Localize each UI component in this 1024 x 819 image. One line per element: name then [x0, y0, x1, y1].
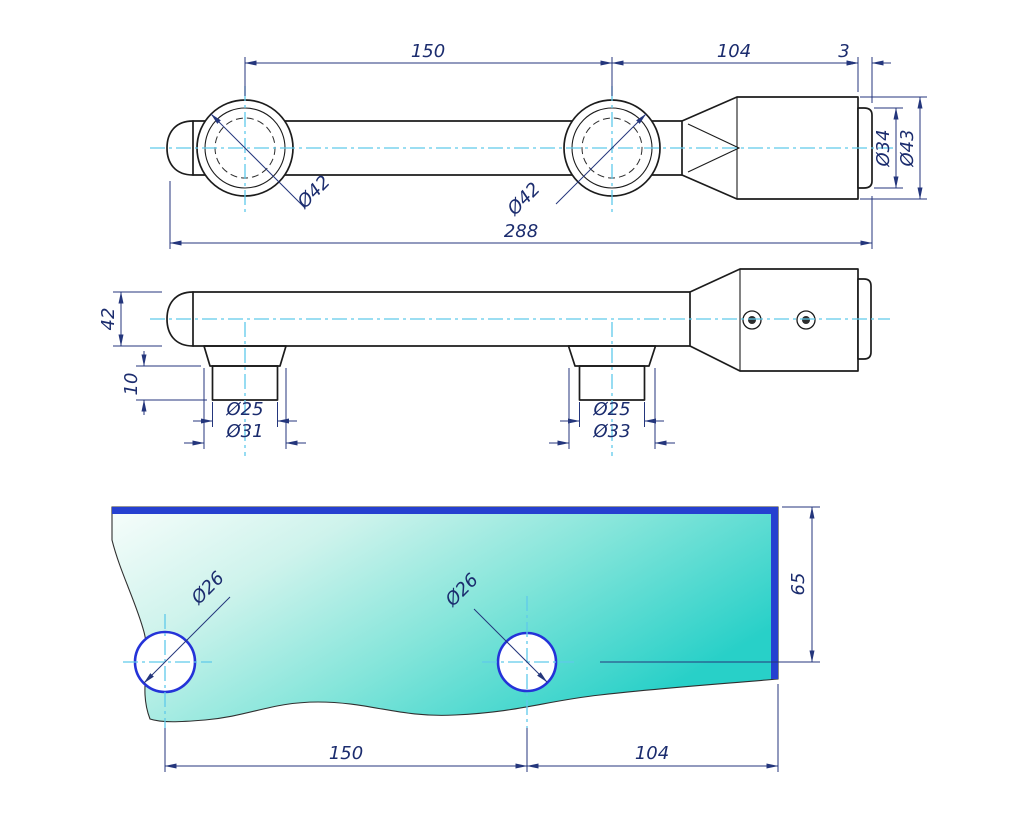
mount-post-right — [567, 345, 657, 401]
dim-side-10: 10 — [121, 373, 142, 396]
dim-side-d25-left: Ø25 — [225, 399, 263, 420]
dim-top-288: 288 — [504, 221, 538, 242]
end-body-chamfer-facets — [687, 123, 741, 173]
dim-top-150: 150 — [411, 41, 445, 62]
dim-top-d42-right: Ø42 — [503, 179, 545, 221]
glass-panel — [111, 506, 779, 723]
dim-top-d43: Ø43 — [897, 129, 918, 167]
end-body-side — [689, 268, 859, 372]
tube-left-cap-side — [166, 291, 194, 347]
side-view-dimensions: 42 10 Ø25 Ø31 Ø25 Ø33 — [98, 291, 675, 449]
dim-glass-65: 65 — [788, 573, 809, 596]
screw-right — [796, 310, 816, 330]
glass-view — [111, 506, 779, 728]
screw-left — [742, 310, 762, 330]
dim-side-d31: Ø31 — [225, 421, 263, 442]
dim-glass-104: 104 — [635, 743, 669, 764]
dim-side-42: 42 — [98, 308, 119, 331]
centerline-side-verticals — [244, 322, 613, 456]
dim-top-104: 104 — [717, 41, 751, 62]
dim-glass-150: 150 — [329, 743, 363, 764]
dim-side-d25-right: Ø25 — [592, 399, 630, 420]
side-view — [150, 268, 890, 456]
dim-top-d34: Ø34 — [873, 129, 894, 167]
centerline-top-verticals — [244, 86, 613, 214]
tube-left-cap-top — [166, 120, 194, 176]
dim-top-3: 3 — [838, 41, 849, 62]
mount-post-left — [203, 345, 287, 401]
dim-side-d33: Ø33 — [592, 421, 630, 442]
dim-top-d42-left: Ø42 — [293, 172, 335, 214]
